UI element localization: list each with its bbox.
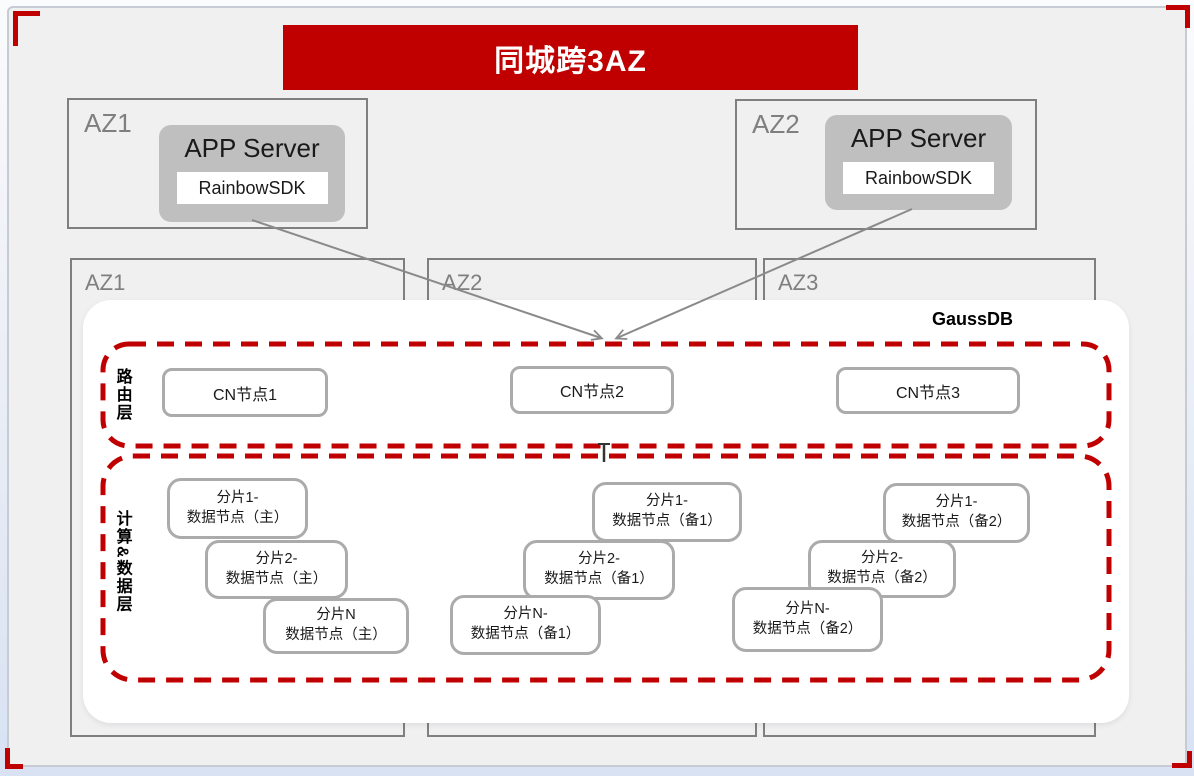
gaussdb-label: GaussDB [931, 309, 1013, 329]
corner-bracket-top-left-icon [13, 11, 40, 46]
db-zone-az1-label: AZ1 [85, 270, 126, 295]
db-zone-az2-label: AZ2 [442, 270, 483, 295]
corner-bracket-bottom-left-icon [5, 748, 23, 769]
shard-line: 数据节点（备2） [827, 570, 937, 586]
app-server-az1: APP Server RainbowSDK [159, 125, 345, 222]
rainbow-sdk-az2: RainbowSDK [843, 162, 994, 194]
shard-1-standby1: 分片1- 数据节点（备1） [592, 482, 742, 542]
diagram-title: 同城跨3AZ [283, 25, 858, 90]
shard-line: 分片N- [785, 600, 830, 617]
shard-2-standby1: 分片2- 数据节点（备1） [523, 540, 675, 600]
shard-line: 数据节点（备2） [752, 620, 863, 637]
routing-layer-label: 路由层 [113, 368, 131, 422]
shard-1-primary: 分片1- 数据节点（主） [167, 478, 308, 539]
shard-line: 分片2- [578, 551, 620, 568]
app-server-az1-title: APP Server [184, 133, 320, 163]
shard-2-primary: 分片2- 数据节点（主） [205, 540, 348, 599]
shard-line: 数据节点（备2） [901, 514, 1012, 530]
app-zone-az1: AZ1 APP Server RainbowSDK [67, 98, 368, 229]
app-zone-az1-label: AZ1 [84, 108, 132, 138]
shard-line: 分片N- [503, 606, 548, 623]
shard-line: 分片2- [861, 550, 903, 567]
shard-line: 分片1- [935, 494, 978, 511]
db-zone-az3-label: AZ3 [778, 270, 819, 295]
shard-n-standby1: 分片N- 数据节点（备1） [450, 595, 601, 655]
corner-bracket-top-right-icon [1166, 5, 1190, 28]
shard-line: 数据节点（主） [186, 509, 289, 526]
shard-line: 数据节点（备1） [470, 626, 581, 642]
app-server-az2-title: APP Server [850, 123, 987, 153]
shard-line: 数据节点（备1） [544, 571, 654, 587]
cn-node-3: CN节点3 [836, 367, 1020, 414]
shard-n-standby2: 分片N- 数据节点（备2） [732, 587, 883, 652]
corner-bracket-bottom-right-icon [1172, 751, 1192, 768]
shard-line: 分片2- [255, 550, 298, 567]
shard-line: 分片1- [646, 493, 688, 510]
compute-data-layer-label: 计算&数据层 [113, 510, 131, 614]
app-server-az2: APP Server RainbowSDK [825, 115, 1012, 210]
app-zone-az2-label: AZ2 [752, 109, 800, 139]
shard-line: 数据节点（备1） [612, 513, 722, 529]
rainbow-sdk-az1: RainbowSDK [176, 172, 328, 204]
shard-line: 分片N [316, 607, 356, 624]
shard-n-primary: 分片N 数据节点（主） [263, 598, 409, 654]
shard-1-standby2: 分片1- 数据节点（备2） [883, 483, 1030, 543]
shard-line: 数据节点（主） [285, 627, 387, 643]
shard-line: 分片1- [216, 489, 259, 506]
app-zone-az2: AZ2 APP Server RainbowSDK [735, 99, 1037, 230]
cn-node-1: CN节点1 [162, 368, 328, 417]
cn-node-2: CN节点2 [510, 366, 674, 414]
shard-line: 数据节点（主） [225, 570, 328, 587]
